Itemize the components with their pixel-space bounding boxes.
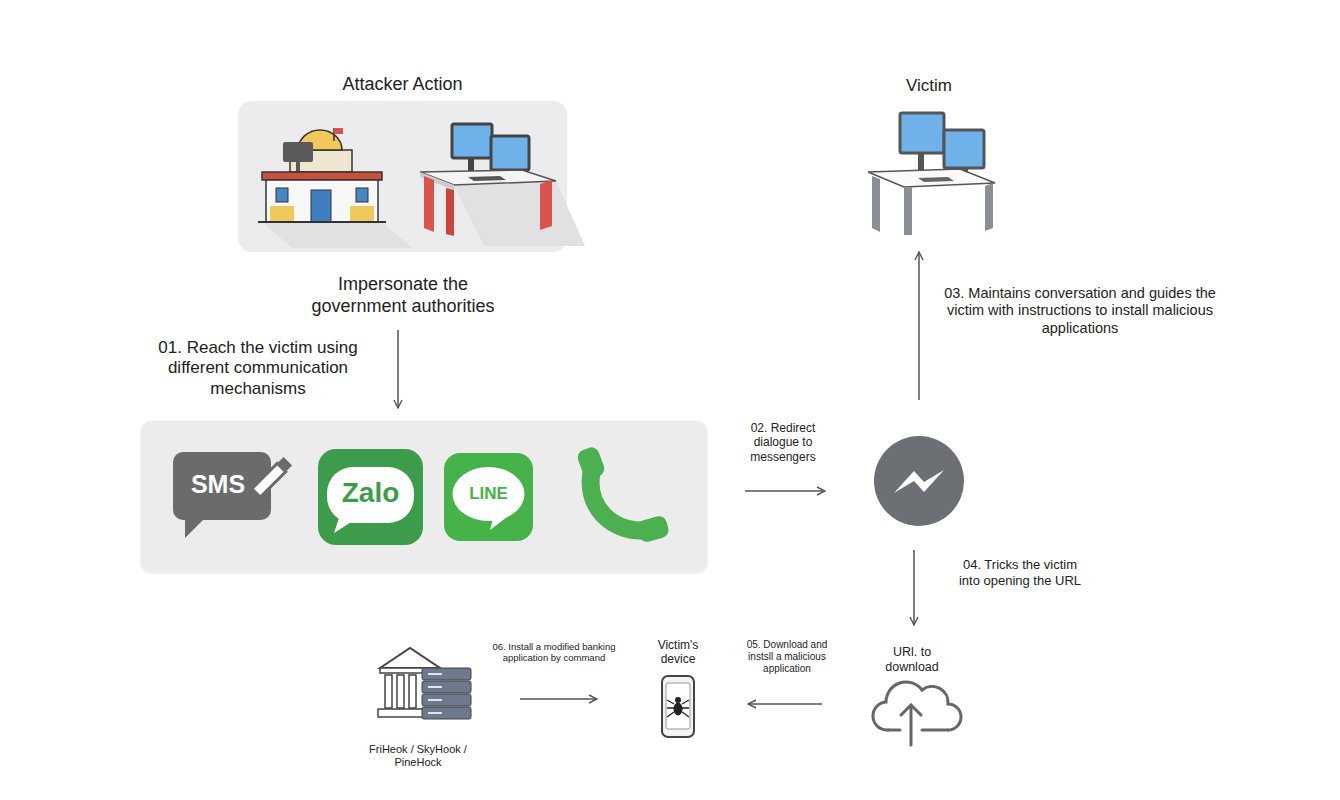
step-label: 03. Maintains conversation and guides th… — [934, 285, 1226, 337]
pencil-tip — [245, 489, 261, 505]
cloud-upload-icon — [888, 729, 900, 732]
victim-desk: Victim — [862, 72, 996, 240]
bank-server-icon — [428, 674, 442, 713]
victim-desk-icon — [944, 130, 984, 168]
sms-icon: SMS — [173, 452, 295, 542]
bubble-tail — [490, 515, 507, 530]
icon-label: SMS — [175, 469, 261, 499]
bubble-tail — [334, 515, 356, 533]
step-label: 04. Tricks the victim into opening the U… — [955, 557, 1085, 588]
victim-desk-icon — [904, 187, 912, 235]
step-label: 05. Download and instsll a malicious app… — [737, 639, 837, 675]
bank-server-icon — [397, 675, 404, 708]
bank-server-icon — [380, 668, 440, 673]
node-caption: Victim's device — [643, 638, 713, 667]
step-label: 06. Install a modified banking applicati… — [480, 641, 628, 664]
bank-server-icon — [422, 681, 471, 693]
cloud-upload-icon — [873, 682, 961, 745]
channel-band: SMS Zalo LINE — [141, 421, 707, 572]
victim-desk-icon — [868, 113, 995, 235]
pencil-end — [278, 457, 292, 471]
bank-server-icon — [380, 648, 440, 668]
messenger-circle — [874, 436, 964, 526]
bank-server-icon — [422, 694, 471, 706]
messenger-icon — [874, 436, 964, 526]
bank-server-icon — [422, 668, 471, 680]
node-caption: FriHeok / SkyHook / PineHock — [358, 743, 478, 769]
download-cloud: URl. to download — [862, 643, 962, 750]
victim-desk-icon — [918, 177, 954, 182]
bank-server-icon — [378, 709, 428, 717]
app-tile — [444, 453, 533, 541]
flow-arrow — [397, 330, 399, 408]
victim-device: Victim's device — [643, 638, 713, 740]
zalo-icon: Zalo — [318, 449, 423, 545]
icon-label: Zalo — [318, 476, 423, 510]
smartphone-icon — [667, 700, 689, 717]
cloud-upload-icon — [901, 705, 921, 715]
icon-label: LINE — [444, 484, 533, 504]
messenger-bolt — [894, 470, 944, 493]
flow-arrow — [745, 490, 825, 492]
cloud-upload-icon — [873, 682, 961, 730]
pencil-body — [252, 463, 286, 497]
attacker-panel: Attacker ActionImpersonate the governmen… — [238, 101, 567, 252]
messenger-icon-outline — [874, 436, 964, 526]
pencil-symbol — [245, 457, 292, 504]
smartphone-icon — [666, 683, 690, 729]
line-icon: LINE — [444, 453, 533, 541]
panel-caption: Impersonate the government authorities — [298, 274, 508, 317]
flow-arrow — [748, 703, 822, 705]
smartphone-icon — [662, 676, 694, 737]
victim-desk-icon — [962, 166, 968, 176]
bank-server-icon — [422, 707, 471, 719]
victim-desk-icon — [900, 113, 944, 153]
app-tile — [318, 449, 423, 545]
node-caption: URl. to download — [881, 645, 943, 675]
victim-desk-icon — [872, 176, 880, 232]
bubble-tail — [185, 516, 207, 538]
victim-desk-icon — [985, 183, 993, 231]
step-label: 01. Reach the victim using different com… — [140, 338, 376, 399]
bank-server-icon — [385, 675, 392, 708]
smartphone-icon — [662, 676, 694, 737]
step-label: 02. Redirect dialogue to messengers — [737, 421, 829, 464]
node-heading: Victim — [862, 76, 996, 96]
victim-desk-icon — [868, 169, 995, 187]
flow-arrow — [520, 698, 597, 700]
panel-heading: Attacker Action — [198, 74, 607, 96]
smartphone-icon — [674, 703, 683, 716]
bank-server-icon — [378, 648, 471, 719]
flow-arrow — [918, 252, 920, 400]
bank-server: FriHeok / SkyHook / PineHock — [358, 645, 478, 769]
flow-arrow — [913, 550, 915, 625]
victim-desk-icon — [918, 150, 924, 170]
cloud-upload-icon — [922, 729, 948, 732]
bank-server-icon — [409, 675, 416, 708]
smartphone-icon — [675, 697, 681, 703]
cloud-upload-icon — [910, 705, 913, 745]
